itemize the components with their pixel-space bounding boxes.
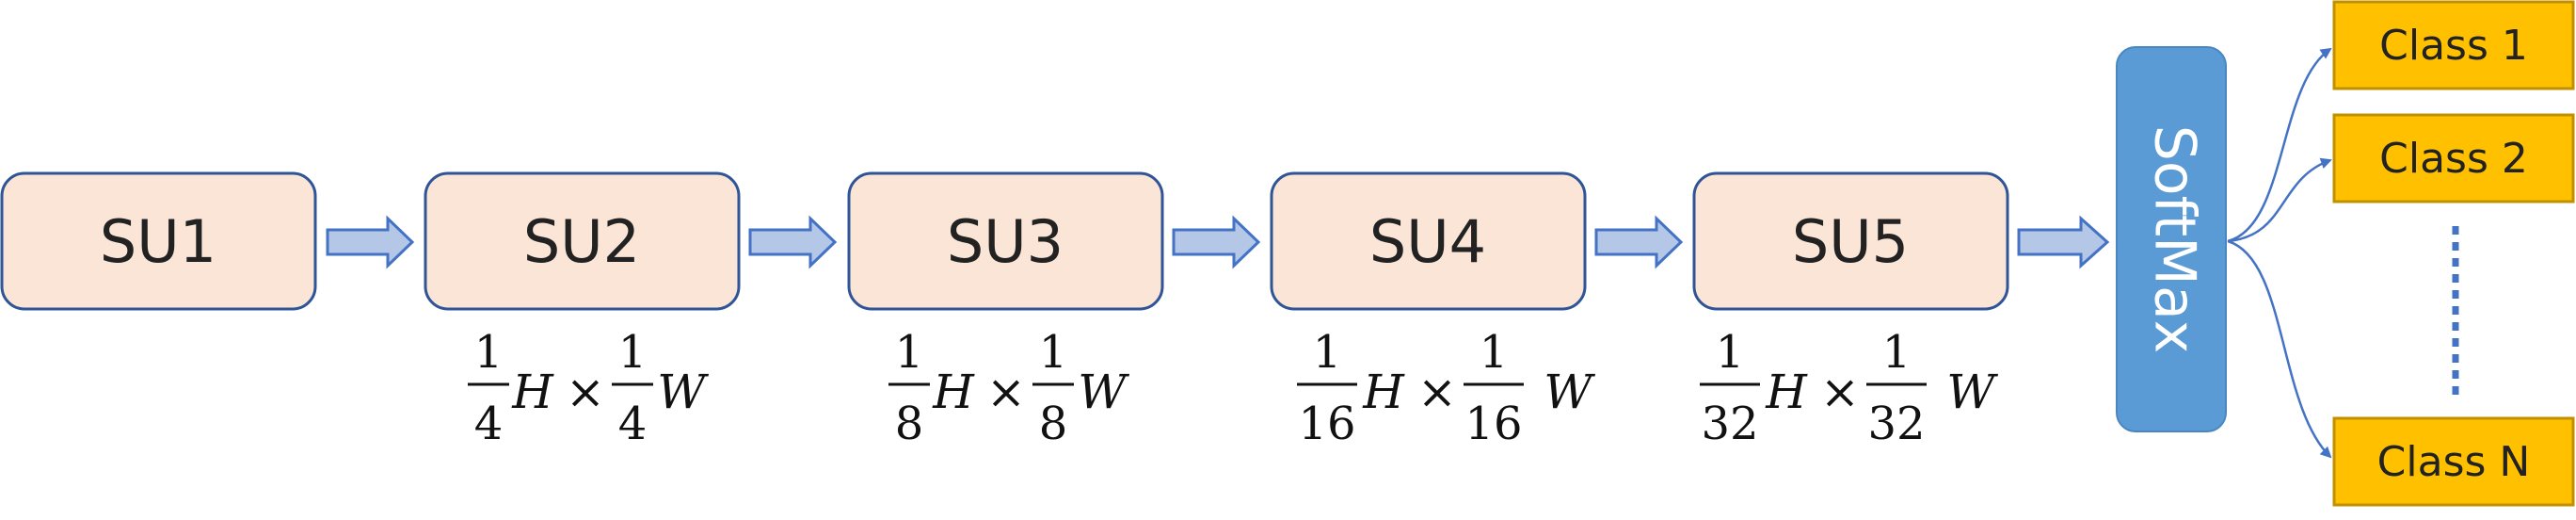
- stage-su1: SU1: [0, 171, 317, 311]
- stage-box: [847, 171, 1164, 311]
- class-box-1: Class 1: [2332, 0, 2575, 90]
- scale-formula-su4: 1 16 H × 1 16 W: [1297, 326, 1595, 450]
- class-label: Class 1: [2379, 22, 2528, 70]
- stage-label: SU1: [100, 207, 216, 276]
- stage-box: [424, 171, 741, 311]
- fraction-denominator: 16: [1464, 398, 1522, 450]
- class-box: [2332, 113, 2575, 203]
- fraction-numerator: 1: [1716, 326, 1745, 379]
- width-symbol: W: [1544, 365, 1595, 419]
- width-symbol: W: [1078, 365, 1129, 419]
- fraction-numerator: 1: [1480, 326, 1509, 379]
- fraction-numerator: 1: [474, 326, 504, 379]
- width-symbol: W: [1946, 365, 1998, 419]
- height-symbol: H: [1765, 365, 1808, 419]
- class-label: Class 2: [2379, 135, 2528, 183]
- softmax-box: [2116, 46, 2227, 432]
- fraction-denominator: 32: [1701, 398, 1758, 450]
- stage-label: SU4: [1369, 207, 1486, 276]
- class-box: [2332, 0, 2575, 90]
- scale-formula-su2: 1 4 H × 1 4 W: [468, 326, 709, 450]
- fraction-numerator: 1: [1039, 326, 1068, 379]
- times-symbol: ×: [986, 365, 1026, 419]
- flow-arrow: [2017, 215, 2110, 269]
- stage-label: SU3: [947, 207, 1064, 276]
- fraction-denominator: 32: [1867, 398, 1925, 450]
- fraction-numerator: 1: [618, 326, 648, 379]
- class-box-n: Class N: [2332, 416, 2575, 507]
- softmax-label: SoftMax: [2141, 125, 2207, 353]
- class-box: [2332, 416, 2575, 507]
- stage-box: [1692, 171, 2009, 311]
- stage-su2: SU2: [424, 171, 741, 311]
- stage-label: SU2: [523, 207, 640, 276]
- width-symbol: W: [657, 365, 709, 419]
- times-symbol: ×: [1820, 365, 1860, 419]
- stage-su3: SU3: [847, 171, 1164, 311]
- fraction-denominator: 4: [474, 398, 504, 450]
- flow-arrow: [1594, 215, 1684, 269]
- height-symbol: H: [932, 365, 975, 419]
- class-connector: [2227, 239, 2332, 459]
- fraction-denominator: 8: [895, 398, 924, 450]
- times-symbol: ×: [1417, 365, 1457, 419]
- stage-su5: SU5: [1692, 171, 2009, 311]
- height-symbol: H: [1362, 365, 1405, 419]
- fraction-numerator: 1: [1882, 326, 1912, 379]
- scale-formula-su3: 1 8 H × 1 8 W: [888, 326, 1129, 450]
- fraction-denominator: 8: [1039, 398, 1068, 450]
- flow-arrow: [1172, 215, 1261, 269]
- flow-arrow: [748, 215, 838, 269]
- softmax-block: SoftMax: [2116, 46, 2227, 432]
- stage-box: [0, 171, 317, 311]
- times-symbol: ×: [566, 365, 605, 419]
- class-box-2: Class 2: [2332, 113, 2575, 203]
- fraction-denominator: 16: [1298, 398, 1355, 450]
- class-connector: [2227, 157, 2332, 243]
- stage-su4: SU4: [1270, 171, 1587, 311]
- fraction-numerator: 1: [1313, 326, 1342, 379]
- flow-arrow: [326, 215, 415, 269]
- height-symbol: H: [511, 365, 554, 419]
- scale-formula-su5: 1 32 H × 1 32 W: [1700, 326, 1998, 450]
- class-label: Class N: [2377, 438, 2531, 486]
- class-connector: [2227, 47, 2332, 243]
- fraction-numerator: 1: [895, 326, 924, 379]
- fraction-denominator: 4: [618, 398, 648, 450]
- stage-label: SU5: [1792, 207, 1909, 276]
- stage-box: [1270, 171, 1587, 311]
